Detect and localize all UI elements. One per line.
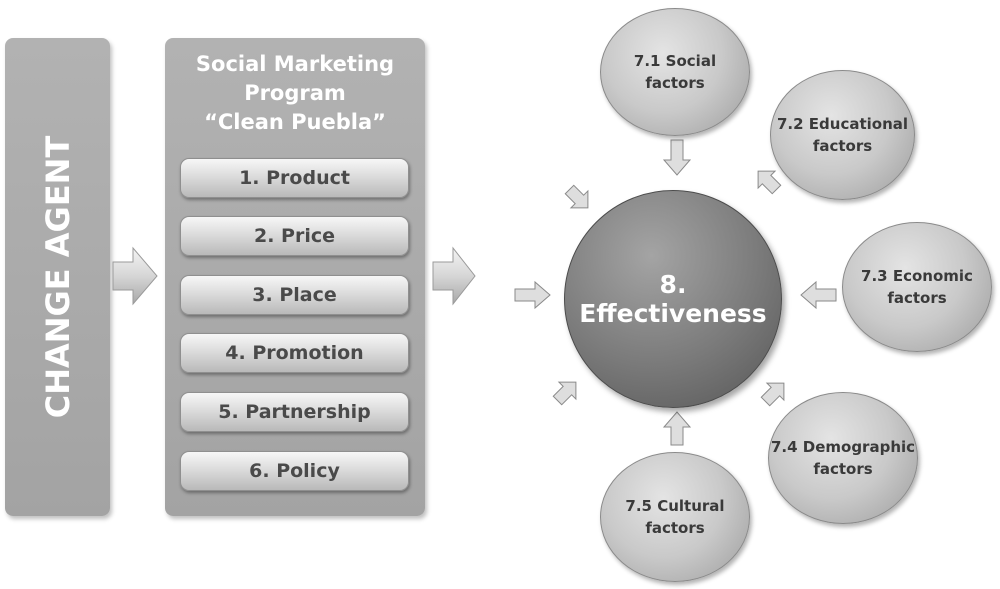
block-arrow-icon	[432, 246, 476, 306]
factor-social: 7.1 Social factors	[600, 8, 750, 136]
factor-label: 7.5 Cultural	[625, 497, 725, 515]
program-item-place: 3. Place	[180, 275, 409, 315]
arrow-left-icon	[800, 280, 837, 310]
arrow-up-icon	[662, 411, 692, 446]
factor-cultural: 7.5 Cultural factors	[600, 452, 750, 582]
arrow-icon	[564, 184, 589, 209]
arrow-icon	[760, 382, 785, 407]
factor-demographic: 7.4 Demographic factors	[768, 392, 918, 524]
arrow-icon	[552, 381, 577, 406]
factor-educational: 7.2 Educational factors	[770, 70, 915, 200]
effectiveness-label: 8. Effectiveness	[579, 270, 767, 328]
factor-label: 7.3 Economic	[861, 267, 973, 285]
factor-label: factors	[813, 460, 873, 478]
arrow-down-icon	[662, 139, 692, 176]
program-title-line: “Clean Puebla”	[204, 110, 386, 134]
program-panel: Social Marketing Program “Clean Puebla” …	[165, 38, 425, 516]
factor-label: factors	[645, 74, 705, 92]
effectiveness-circle: 8. Effectiveness	[564, 190, 782, 408]
block-arrow-icon	[112, 246, 158, 306]
factor-label: factors	[887, 289, 947, 307]
program-title-line: Social Marketing	[195, 52, 395, 76]
factor-label: 7.1 Social	[633, 52, 717, 70]
factor-label: 7.4 Demographic	[770, 438, 916, 456]
program-item-product: 1. Product	[180, 158, 409, 198]
factor-label: factors	[645, 519, 705, 537]
program-title-line: Program	[244, 81, 346, 105]
program-item-policy: 6. Policy	[180, 451, 409, 491]
program-item-price: 2. Price	[180, 216, 409, 256]
program-item-partnership: 5. Partnership	[180, 392, 409, 432]
arrow-icon	[757, 170, 782, 195]
program-title: Social Marketing Program “Clean Puebla”	[165, 50, 425, 137]
factor-economic: 7.3 Economic factors	[842, 222, 992, 352]
change-agent-panel: CHANGE AGENT	[5, 38, 110, 516]
factor-label: factors	[812, 137, 873, 155]
factor-label: 7.2 Educational	[776, 115, 909, 133]
arrow-right-icon	[514, 280, 551, 310]
program-item-promotion: 4. Promotion	[180, 333, 409, 373]
